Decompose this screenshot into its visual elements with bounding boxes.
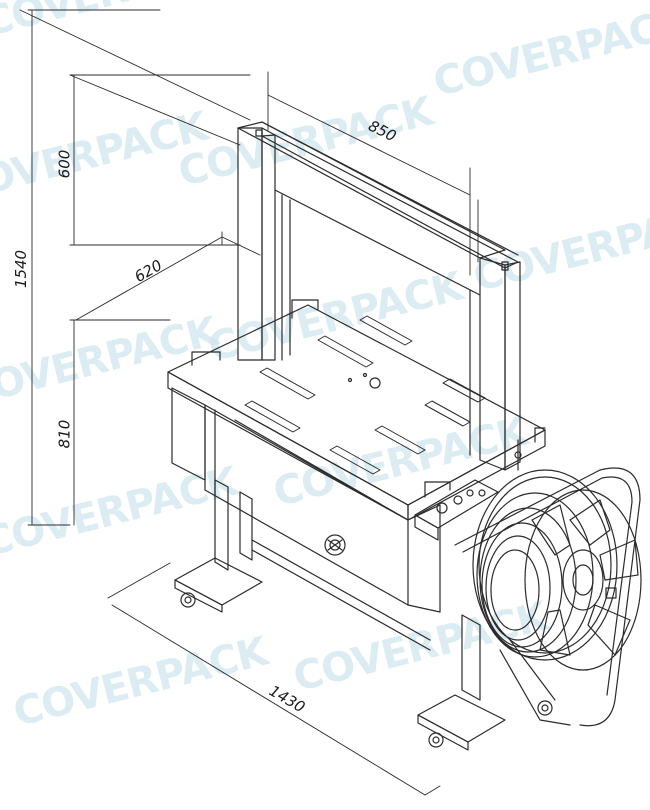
control-panel bbox=[414, 479, 499, 541]
dimension-frame-height: 600 bbox=[55, 149, 74, 179]
legs bbox=[174, 479, 553, 751]
dimension-lines bbox=[19, 9, 479, 796]
table-slots bbox=[244, 315, 486, 475]
dimension-table-height: 810 bbox=[55, 419, 74, 449]
strap-coil bbox=[454, 467, 642, 727]
dimension-total-height: 1540 bbox=[12, 249, 31, 289]
arch-frame bbox=[237, 121, 522, 471]
